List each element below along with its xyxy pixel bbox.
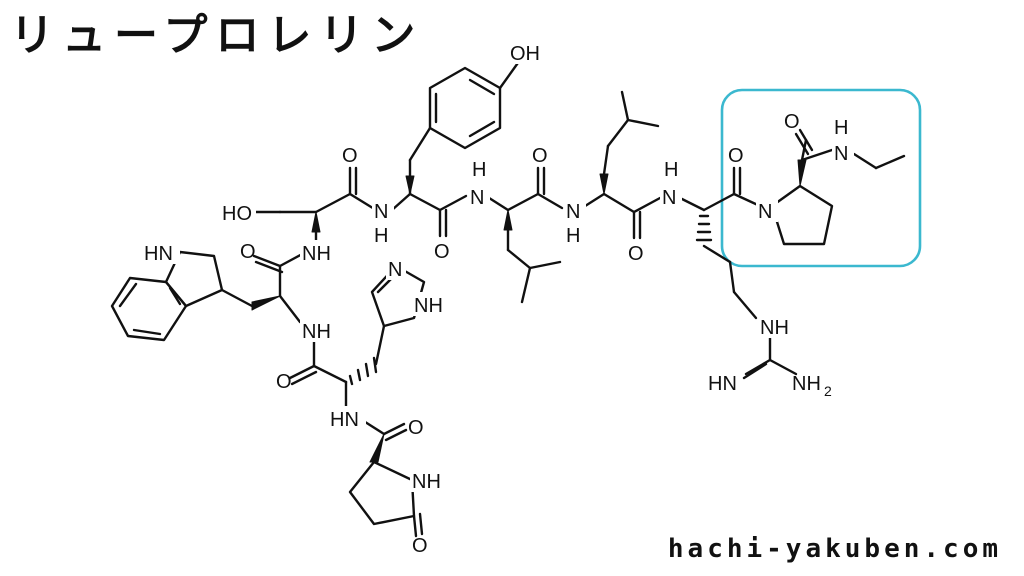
atom-h-amide: H [834, 117, 848, 139]
atom-nh-pyroglu-ring: NH [412, 471, 441, 493]
atom-ho-ser: HO [222, 203, 252, 225]
atom-nh-trp: NH [302, 321, 331, 343]
atom-o-arg: O [728, 145, 744, 167]
atom-n-tyr-leu: N [470, 187, 484, 209]
atom-h-tyr-leu: H [472, 159, 486, 181]
atom-n-leu-arg: N [662, 187, 676, 209]
highlight-box [720, 88, 922, 268]
peptide-backbone [248, 90, 906, 380]
atom-n-imidazole: N [388, 259, 402, 281]
atom-hn-pyroglu: HN [330, 409, 359, 431]
atom-n-ser-tyr: N [374, 201, 388, 223]
atom-nh2-guanidine: NH [792, 373, 821, 395]
atom-hn-guanidine: HN [708, 373, 737, 395]
lower-residues [110, 250, 426, 538]
page-title: リュープロレリン [10, 10, 424, 61]
atom-hn-indole: HN [144, 243, 173, 265]
atom-h-leu-arg: H [664, 159, 678, 181]
atom-o-glu: O [408, 417, 424, 439]
atom-n-leu-leu: N [566, 201, 580, 223]
atom-n-amide: N [834, 143, 848, 165]
atom-o-ser: O [342, 145, 358, 167]
atom-labels: OH HO O O O O O O N H H N N H H N N H N … [142, 38, 854, 557]
atom-nh2-subscript: 2 [824, 383, 832, 399]
atom-o-pro: O [784, 111, 800, 133]
atom-o-pyroglu: O [412, 535, 428, 557]
atom-nh-ser: NH [302, 243, 331, 265]
atom-nh-guanidine: NH [760, 317, 789, 339]
atom-oh-tyr: OH [510, 43, 540, 65]
tyrosine-side-chain [408, 58, 522, 196]
atom-o-trp: O [240, 241, 256, 263]
atom-h-leu-leu: H [566, 225, 580, 247]
atom-o-leu1: O [532, 145, 548, 167]
atom-h-ser-tyr: H [374, 225, 388, 247]
atom-o-his: O [276, 371, 292, 393]
atom-n-pro: N [758, 201, 772, 223]
atom-o-tyr: O [434, 241, 450, 263]
atom-o-leu2: O [628, 243, 644, 265]
atom-nh-imidazole: NH [414, 295, 443, 317]
site-watermark: hachi-yakuben.com [667, 534, 1002, 564]
